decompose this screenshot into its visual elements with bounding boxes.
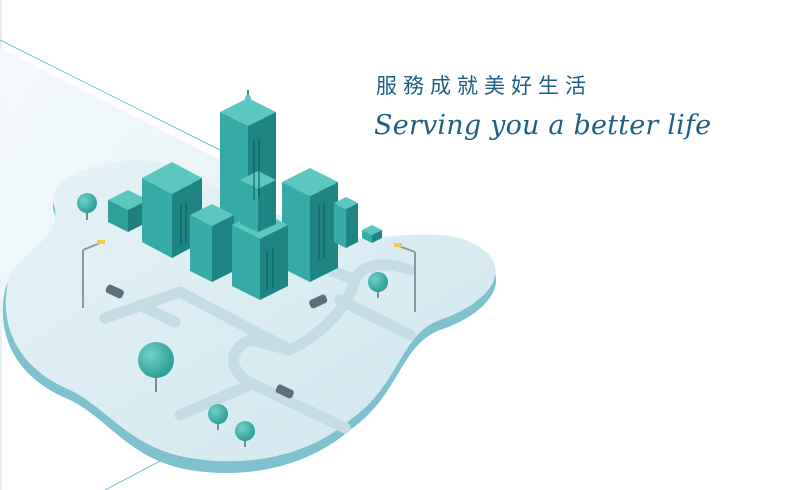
street-lamp-icon [82, 240, 105, 308]
headline-english: Serving you a better life [374, 110, 712, 141]
tree-icon [368, 272, 388, 298]
car-icon [309, 294, 328, 309]
tree-icon [138, 342, 174, 392]
building-middle [190, 204, 234, 282]
building-windows [180, 138, 325, 290]
street-lamp-icon [394, 243, 416, 312]
building-cube-right [362, 225, 382, 243]
decor-line-top [0, 39, 241, 161]
island [5, 160, 496, 462]
building-small-right [334, 197, 358, 248]
car-icon [105, 284, 124, 299]
tree-icon [77, 193, 97, 220]
building-right-tower [282, 168, 338, 282]
tree-icon [235, 421, 255, 447]
headline-chinese: 服務成就美好生活 [376, 74, 592, 98]
tree-icon [208, 404, 228, 430]
car-icon [275, 384, 294, 399]
